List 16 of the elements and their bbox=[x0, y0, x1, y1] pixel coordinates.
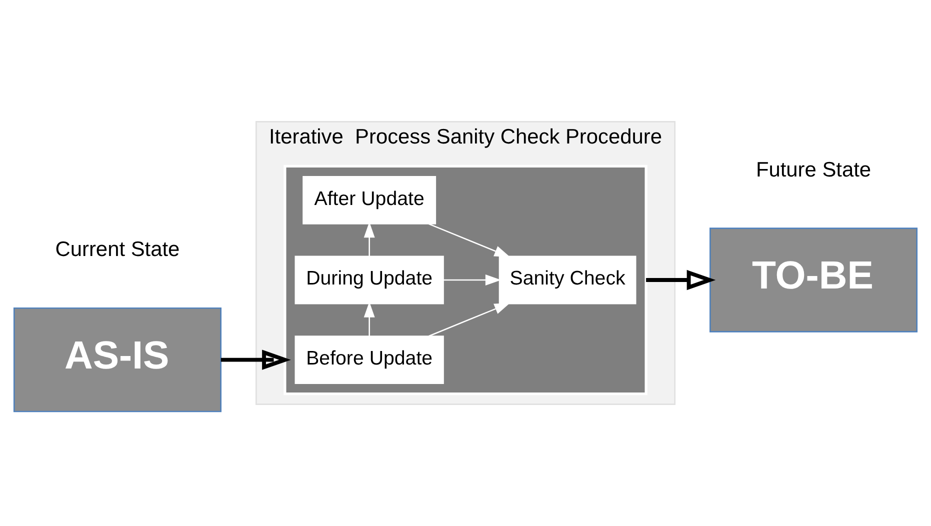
node-box: Before Update bbox=[294, 336, 444, 384]
arrow bbox=[364, 302, 375, 336]
node-box: TO-BE bbox=[710, 228, 918, 332]
arrow bbox=[364, 222, 375, 256]
label: Current State bbox=[55, 238, 180, 262]
label: Future State bbox=[756, 158, 872, 182]
node-box: During Update bbox=[294, 256, 444, 304]
node-box: After Update bbox=[302, 176, 436, 224]
arrow bbox=[443, 274, 502, 286]
node-box: Sanity Check bbox=[498, 256, 636, 304]
node-box: AS-IS bbox=[13, 307, 222, 412]
arrow bbox=[428, 223, 510, 258]
arrow bbox=[428, 302, 510, 337]
cluster bbox=[284, 164, 648, 396]
arrow bbox=[220, 350, 291, 370]
arrow bbox=[646, 270, 716, 290]
